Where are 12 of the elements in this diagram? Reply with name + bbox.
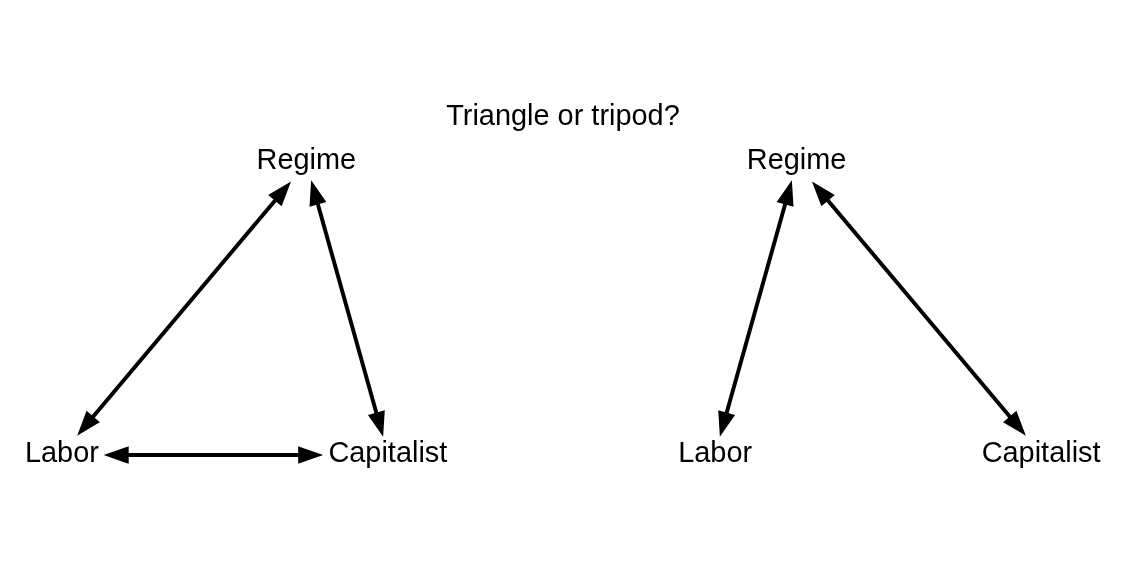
arrow (77, 181, 291, 436)
arrow (309, 180, 385, 437)
node-text: Labor (24, 436, 99, 469)
node-text: Regime (256, 143, 357, 176)
arrow (718, 180, 794, 437)
node-text: Capitalist (981, 436, 1101, 469)
arrow (812, 181, 1026, 436)
node-text: Capitalist (328, 436, 448, 469)
diagram-title: Triangle or tripod? (446, 98, 680, 131)
node-text: Regime (746, 143, 847, 176)
arrow (103, 446, 324, 464)
node-text: Labor (678, 436, 753, 469)
